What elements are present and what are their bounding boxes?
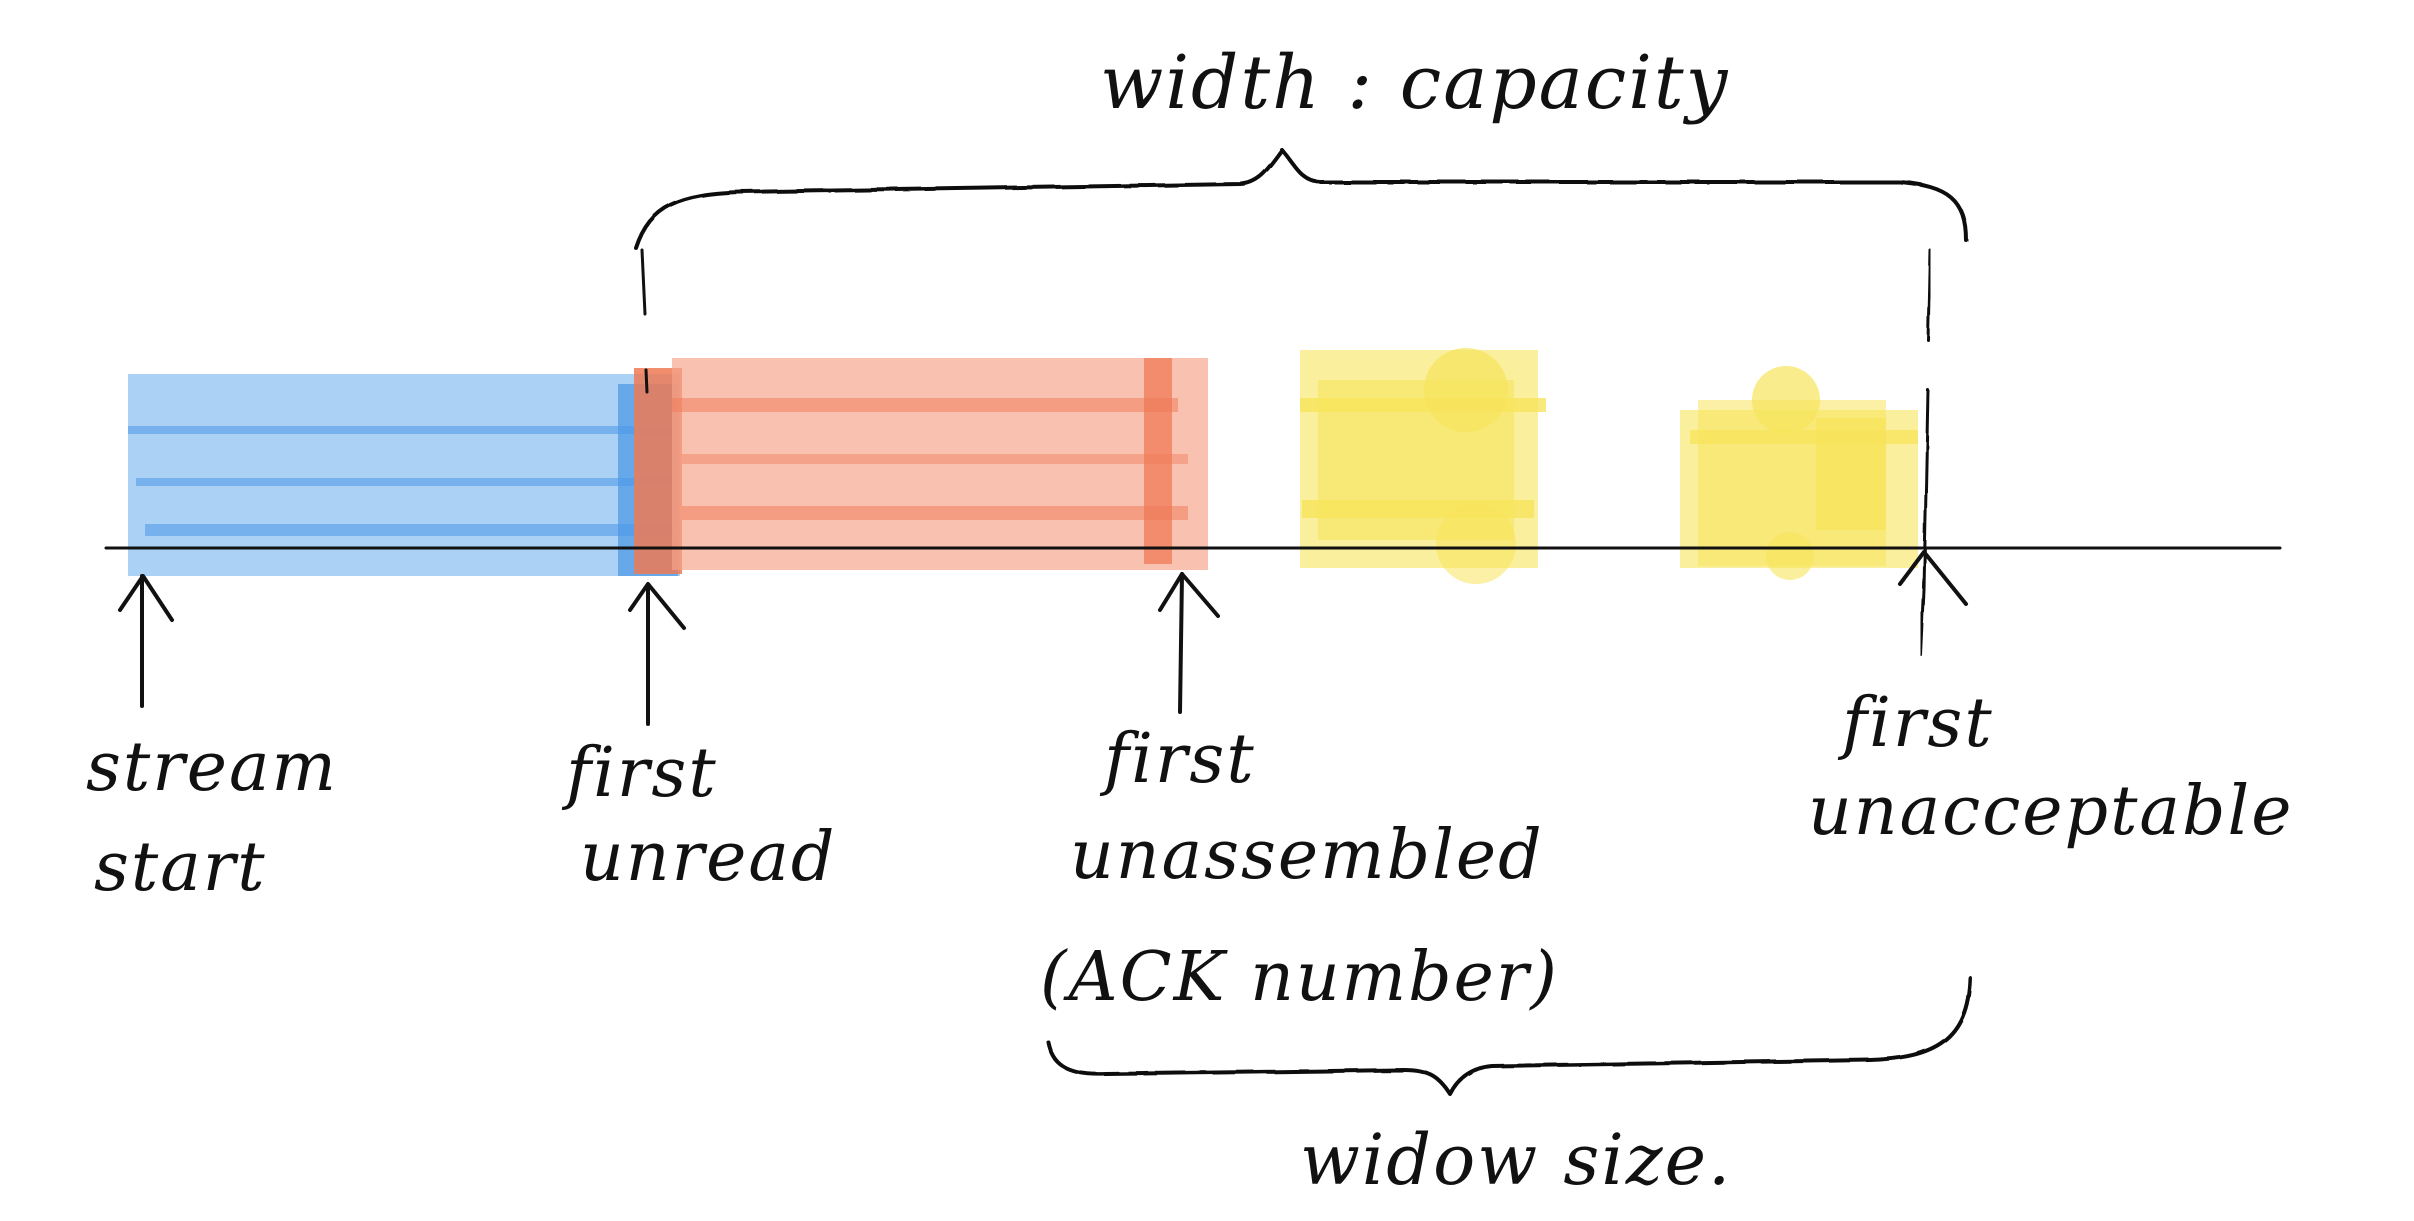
capacity-brace xyxy=(634,148,1968,250)
first-unacceptable-label: first unacceptable xyxy=(1808,684,2293,851)
first-unassembled-line-2: unassembled xyxy=(1070,816,1544,895)
first-unacceptable-arrow xyxy=(1898,550,1968,606)
unassembled-bytes-segment-1 xyxy=(1300,348,1546,584)
window-size-label: widow size. xyxy=(1300,1119,1732,1201)
first-unassembled-line-1: first xyxy=(1099,720,1256,799)
read-bytes-region xyxy=(128,374,680,576)
first-unread-line-1: first xyxy=(561,734,718,813)
capacity-label: width : capacity xyxy=(1100,40,1729,126)
window-right-boundary xyxy=(1919,248,1932,657)
ack-number-label: (ACK number) xyxy=(1040,938,1559,1017)
first-unread-arrow xyxy=(628,582,686,726)
stream-start-line-1: stream xyxy=(86,728,338,807)
first-unread-label: first unread xyxy=(561,734,836,897)
stream-start-arrow xyxy=(118,574,174,708)
first-unacceptable-line-2: unacceptable xyxy=(1808,772,2293,851)
window-left-boundary xyxy=(640,248,649,394)
first-unassembled-label: first unassembled (ACK number) xyxy=(1040,720,1559,1017)
first-unacceptable-line-1: first xyxy=(1837,684,1994,763)
window-size-brace xyxy=(1046,976,1972,1096)
assembled-bytes-region xyxy=(634,358,1208,574)
first-unassembled-arrow xyxy=(1158,572,1220,714)
stream-start-line-2: start xyxy=(94,828,267,907)
stream-start-label: stream start xyxy=(86,728,338,907)
unassembled-bytes-segment-2 xyxy=(1680,366,1918,580)
first-unread-line-2: unread xyxy=(580,818,836,897)
